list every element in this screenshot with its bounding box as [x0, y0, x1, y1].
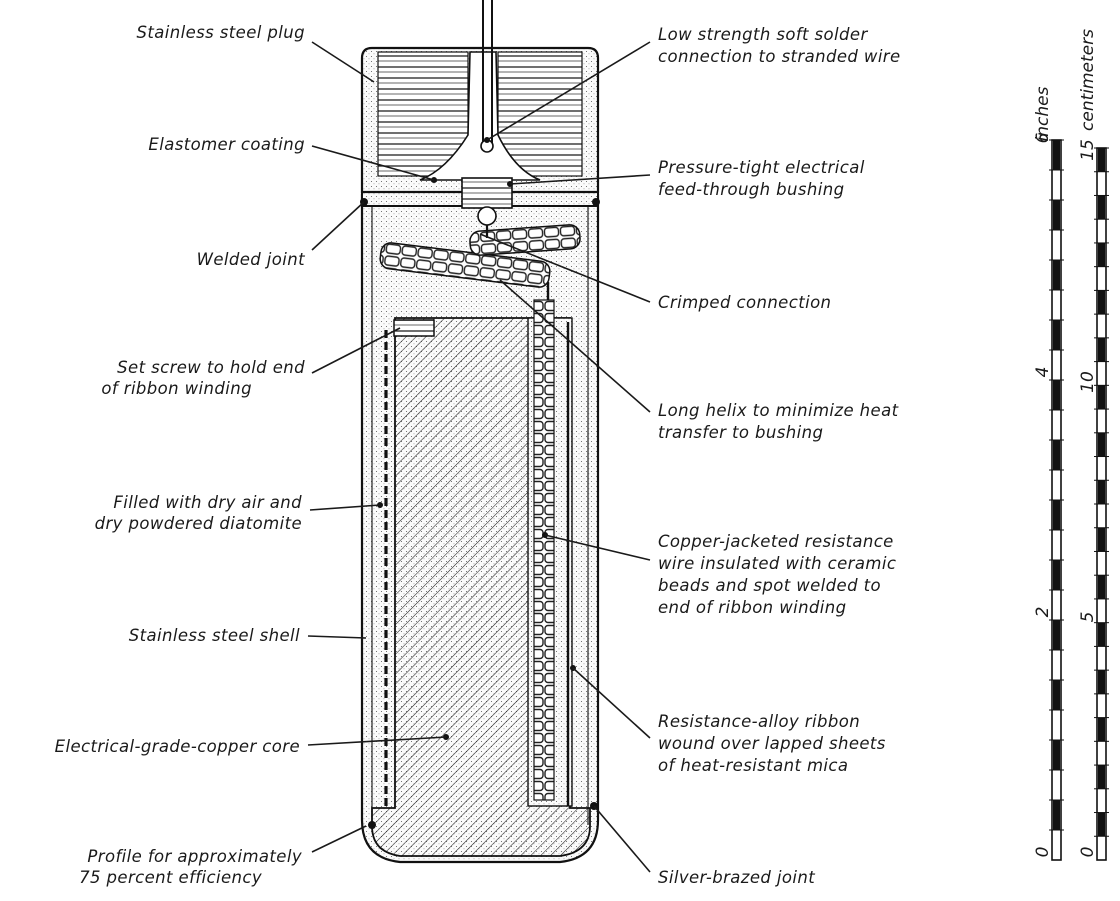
long-helix-coil: [379, 224, 581, 300]
label-silver-brazed-joint: Silver-brazed joint: [658, 868, 815, 887]
inch-tick-6: 6: [1033, 132, 1053, 143]
heater-device: [360, 0, 600, 864]
label-ribbon-line1: Resistance-alloy ribbon: [658, 712, 860, 731]
label-ribbon-line3: of heat-resistant mica: [658, 756, 848, 775]
feed-through-bushing: [461, 177, 513, 209]
label-set-screw-line2: of ribbon winding: [101, 379, 252, 398]
ruler-segment: [1053, 380, 1060, 410]
ruler-segment: [1098, 527, 1105, 552]
label-stainless-steel-shell: Stainless steel shell: [129, 626, 300, 645]
label-wire-line4: end of ribbon winding: [658, 598, 847, 617]
ruler-segment: [1098, 765, 1105, 789]
ruler-segment: [1098, 575, 1105, 599]
ruler-segment: [1098, 670, 1105, 694]
resistance-ribbon-winding: [533, 299, 555, 801]
label-profile-line2: 75 percent efficiency: [79, 868, 262, 887]
ruler-segment: [1053, 560, 1060, 590]
inch-tick-4: 4: [1033, 367, 1053, 378]
ruler-segment: [1098, 480, 1105, 504]
ruler-segment: [1098, 290, 1105, 315]
label-wire-line1: Copper-jacketed resistance: [658, 532, 894, 551]
inch-tick-2: 2: [1033, 607, 1053, 618]
leader-lines: [307, 41, 651, 873]
label-crimped-connection: Crimped connection: [658, 293, 831, 312]
plug-threads-right: [497, 51, 583, 177]
inches-scale-title: inches: [1033, 86, 1053, 141]
ruler-segment: [1098, 385, 1105, 410]
label-set-screw-line1: Set screw to hold end: [117, 358, 305, 377]
left-labels: Stainless steel plug Elastomer coating W…: [55, 23, 305, 887]
braze-dot-left: [368, 821, 376, 829]
ruler-segment: [1098, 195, 1105, 220]
ruler-segment: [1053, 680, 1060, 710]
right-labels: Low strength soft solder connection to s…: [658, 25, 901, 887]
ruler-segment: [1098, 717, 1105, 742]
centimeters-scale-bar: centimeters 0 5 10 15: [1078, 29, 1109, 861]
label-filled-line2: dry powdered diatomite: [95, 514, 302, 533]
label-copper-core: Electrical-grade-copper core: [55, 737, 300, 756]
ruler-segment: [1053, 200, 1060, 230]
ruler-segment: [1053, 320, 1060, 350]
ruler-segment: [1098, 432, 1105, 457]
label-solder-line1: Low strength soft solder: [658, 25, 868, 44]
cm-tick-5: 5: [1078, 612, 1098, 623]
ruler-segment: [1053, 500, 1060, 530]
ruler-segment: [1053, 800, 1060, 830]
weld-dot-right: [592, 198, 600, 206]
label-wire-line2: wire insulated with ceramic: [658, 554, 896, 573]
label-helix-line1: Long helix to minimize heat: [658, 401, 899, 420]
scale-bars: inches 0 2 4 6 centimeters 0 5 10 15: [1033, 29, 1109, 861]
label-wire-line3: beads and spot welded to: [658, 576, 881, 595]
set-screw: [393, 319, 435, 337]
ruler-segment: [1098, 622, 1105, 647]
label-stainless-steel-plug: Stainless steel plug: [137, 23, 305, 42]
elastomer-funnel: [419, 51, 541, 181]
centimeters-scale-title: centimeters: [1078, 29, 1098, 131]
label-helix-line2: transfer to bushing: [658, 423, 823, 442]
label-filled-line1: Filled with dry air and: [113, 493, 302, 512]
label-elastomer-coating: Elastomer coating: [148, 135, 305, 154]
cm-tick-0: 0: [1078, 847, 1098, 858]
ruler-segment: [1053, 260, 1060, 290]
ruler-segment: [1053, 440, 1060, 470]
cm-tick-15: 15: [1078, 139, 1098, 161]
cm-tick-10: 10: [1078, 371, 1098, 393]
ruler-segment: [1053, 620, 1060, 650]
label-profile-line1: Profile for approximately: [87, 847, 302, 866]
label-bushing-line2: feed-through bushing: [658, 180, 844, 199]
label-ribbon-line2: wound over lapped sheets: [658, 734, 886, 753]
ruler-segment: [1098, 337, 1105, 362]
ruler-segment: [1098, 242, 1105, 267]
inch-tick-0: 0: [1033, 847, 1053, 858]
ruler-segment: [1053, 140, 1060, 170]
ruler-segment: [1098, 812, 1105, 837]
label-welded-joint: Welded joint: [197, 250, 306, 269]
ruler-segment: [1098, 148, 1105, 172]
label-solder-line2: connection to stranded wire: [658, 47, 901, 66]
ruler-segment: [1053, 740, 1060, 770]
label-bushing-line1: Pressure-tight electrical: [658, 158, 865, 177]
inches-scale-bar: inches 0 2 4 6: [1033, 86, 1064, 861]
